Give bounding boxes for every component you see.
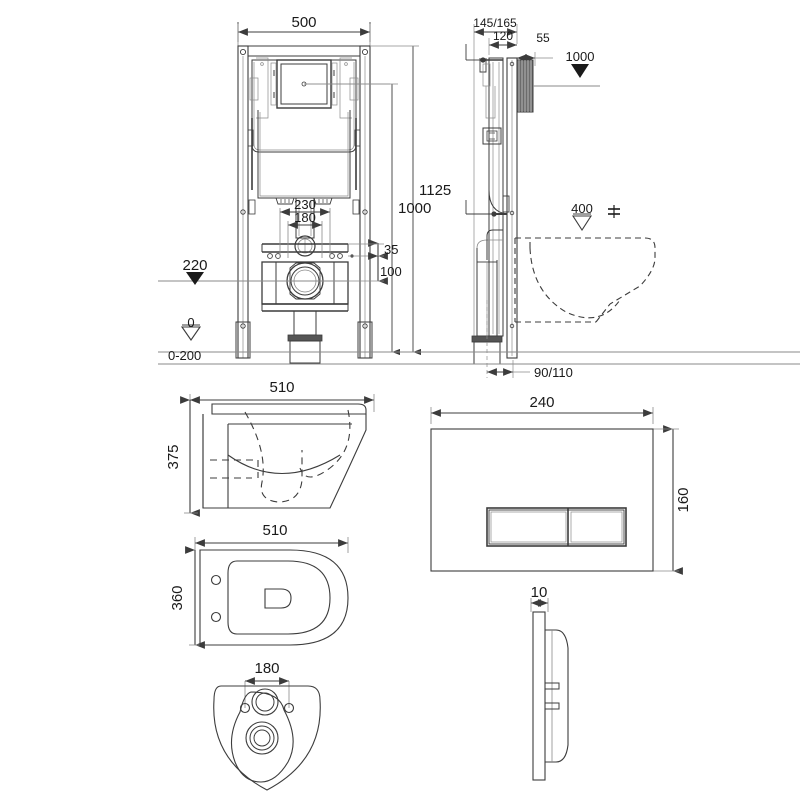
- dim-wc-plan-360: [185, 546, 205, 649]
- label-plate-10: 10: [531, 584, 548, 601]
- label-180-frame: 180: [294, 210, 316, 225]
- label-145-165: 145/165: [473, 16, 517, 30]
- dim-wc-length-510-top: [189, 394, 375, 412]
- dim-1125: [370, 45, 422, 356]
- level-marker-1000: [533, 64, 600, 87]
- label-120: 120: [493, 29, 513, 43]
- view-wc-plan: [185, 537, 349, 649]
- wc-pan-rear-outline: [213, 685, 321, 791]
- label-500: 500: [291, 14, 316, 31]
- flush-plate-profile: [532, 611, 569, 781]
- label-level-400: 400: [571, 201, 593, 216]
- dim-90-110: [486, 300, 530, 378]
- label-level-0: 0: [187, 315, 194, 330]
- dim-230: [279, 208, 331, 258]
- label-wc-510-top: 510: [269, 379, 294, 396]
- dim-plate-width-240: [430, 407, 654, 424]
- label-wc-375: 375: [165, 444, 182, 469]
- level-marker-220: [158, 272, 348, 285]
- label-level-1000: 1000: [566, 49, 595, 64]
- dimension-labels: 500 230 180 35 100 1125 1000 220 0 0-200…: [165, 14, 692, 677]
- label-1000-height: 1000: [398, 200, 431, 217]
- view-wc-rear: [213, 677, 321, 791]
- wc-pan-plan-outline: [199, 549, 349, 646]
- view-flush-plate-side: [530, 598, 569, 781]
- dim-145-165: [473, 24, 518, 360]
- label-90-110: 90/110: [534, 365, 573, 380]
- label-plate-240: 240: [529, 394, 554, 411]
- label-wc-plan-510: 510: [262, 522, 287, 539]
- dim-35: [348, 239, 388, 260]
- flush-plate-face: [430, 428, 654, 572]
- frame-uprights: [235, 45, 373, 359]
- label-55: 55: [536, 31, 550, 45]
- dim-plate-height-160: [653, 425, 683, 575]
- label-35: 35: [384, 242, 398, 257]
- cistern-body: [247, 57, 390, 205]
- view-front-frame: [158, 22, 455, 365]
- floor-lines-left: [158, 351, 455, 365]
- side-frame-profile: [455, 44, 800, 365]
- label-wc-plan-360: 360: [169, 585, 186, 610]
- view-side-frame: [455, 24, 800, 378]
- view-wc-side: [180, 394, 375, 517]
- label-100: 100: [380, 264, 402, 279]
- wc-pan-side-outline: [202, 403, 367, 509]
- dim-120: [488, 38, 517, 55]
- label-230: 230: [294, 197, 316, 212]
- wall-hung-bowl-side: [514, 237, 656, 323]
- level-marker-0: [180, 324, 202, 341]
- dim-180-frame: [287, 221, 323, 258]
- label-level-220: 220: [182, 257, 207, 274]
- dim-100: [348, 252, 388, 285]
- dim-wc-plan-510: [194, 537, 349, 553]
- dim-1000: [304, 83, 401, 356]
- level-marker-400: [571, 205, 620, 232]
- label-plate-160: 160: [675, 487, 692, 512]
- dim-plate-thickness-10: [530, 598, 549, 612]
- view-flush-plate-front: [430, 407, 683, 575]
- dim-wc-height-375: [180, 396, 200, 517]
- dim-55: [517, 52, 553, 66]
- label-wc-rear-180: 180: [254, 660, 279, 677]
- flush-pipe-connectors: [261, 197, 354, 364]
- label-1125: 1125: [419, 182, 451, 199]
- label-floor-adjust: 0-200: [168, 348, 201, 363]
